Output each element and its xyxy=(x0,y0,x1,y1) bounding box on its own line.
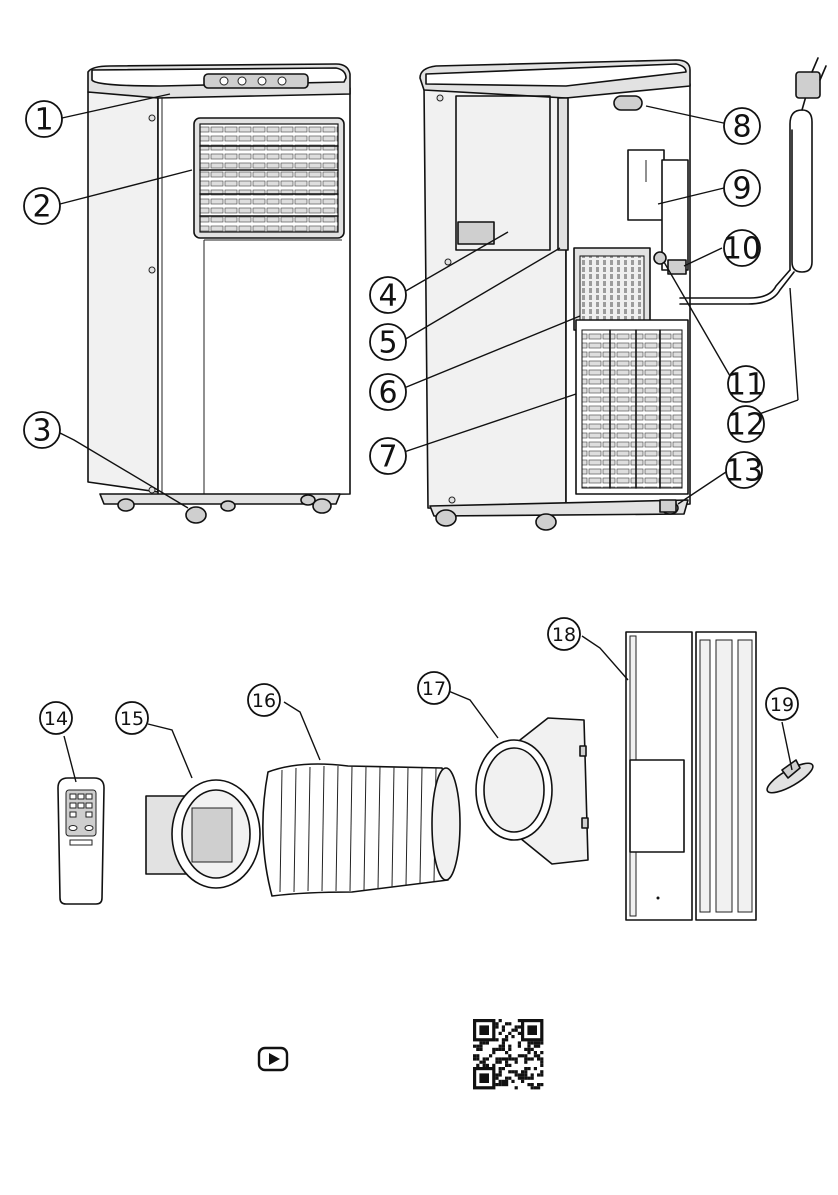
label-14: 14 xyxy=(44,708,68,730)
callout-label-14: 14 xyxy=(40,702,72,734)
label-18: 18 xyxy=(552,624,576,646)
label-8: 8 xyxy=(732,110,751,145)
label-2: 2 xyxy=(32,190,51,225)
callout-label-5: 5 xyxy=(370,324,406,361)
callout-label-19: 19 xyxy=(766,688,798,720)
label-6: 6 xyxy=(378,376,397,411)
callout-label-16: 16 xyxy=(248,684,280,716)
callout-label-9: 9 xyxy=(724,170,760,207)
rear-unit xyxy=(420,60,690,530)
callout-label-10: 10 xyxy=(723,230,761,267)
label-12: 12 xyxy=(727,408,765,443)
label-1: 1 xyxy=(34,103,53,138)
callout-label-3: 3 xyxy=(24,412,60,449)
callout-label-1: 1 xyxy=(26,101,62,138)
window-slide-kit xyxy=(626,632,756,920)
label-4: 4 xyxy=(378,279,397,314)
exhaust-hose xyxy=(263,764,460,896)
label-17: 17 xyxy=(422,678,446,700)
qr-code-icon[interactable] xyxy=(473,1019,543,1089)
anchor-kit xyxy=(763,758,816,798)
callout-label-4: 4 xyxy=(370,277,406,314)
label-19: 19 xyxy=(770,694,794,716)
callout-label-13: 13 xyxy=(725,452,763,489)
callout-label-8: 8 xyxy=(724,108,760,145)
label-3: 3 xyxy=(32,414,51,449)
label-9: 9 xyxy=(732,172,751,207)
callout-label-7: 7 xyxy=(370,438,406,475)
hose-connector xyxy=(476,718,588,864)
callout-label-18: 18 xyxy=(548,618,580,650)
callout-label-15: 15 xyxy=(116,702,148,734)
label-11: 11 xyxy=(727,368,765,403)
label-13: 13 xyxy=(725,454,763,489)
label-7: 7 xyxy=(378,440,397,475)
callout-label-2: 2 xyxy=(24,188,60,225)
remote-control xyxy=(58,778,104,904)
label-5: 5 xyxy=(378,326,397,361)
callout-label-17: 17 xyxy=(418,672,450,704)
window-adaptor xyxy=(146,780,260,888)
label-16: 16 xyxy=(252,690,276,712)
front-unit xyxy=(88,64,350,523)
label-15: 15 xyxy=(120,708,144,730)
callout-label-12: 12 xyxy=(727,406,765,443)
label-10: 10 xyxy=(723,232,761,267)
play-button-icon[interactable] xyxy=(259,1048,287,1070)
callout-label-11: 11 xyxy=(727,366,765,403)
callout-label-6: 6 xyxy=(370,374,406,411)
